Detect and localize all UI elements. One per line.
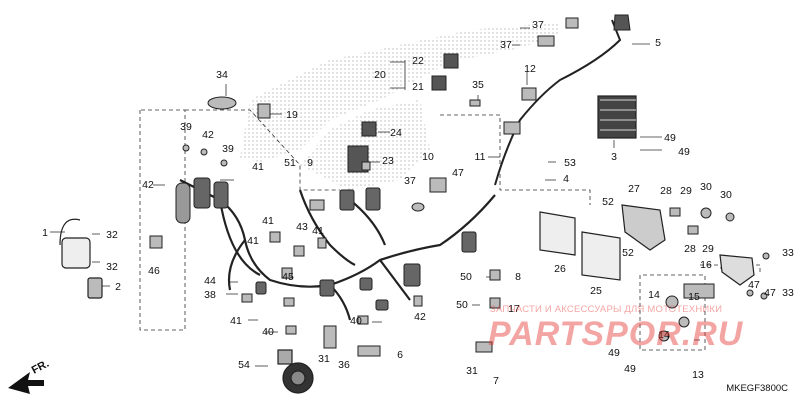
callout-27: 27 — [628, 183, 640, 195]
callout-47: 47 — [452, 167, 464, 179]
front-direction-label: FR. — [30, 358, 51, 377]
callout-29: 29 — [680, 185, 692, 197]
callout-13: 13 — [692, 369, 704, 381]
callout-39: 39 — [180, 121, 192, 133]
callout-31: 31 — [318, 353, 330, 365]
callout-49: 49 — [608, 347, 620, 359]
callout-51: 51 — [284, 157, 296, 169]
callout-25: 25 — [590, 285, 602, 297]
callout-43: 43 — [296, 221, 308, 233]
ignition-coil — [59, 218, 103, 299]
callout-20: 20 — [374, 69, 386, 81]
callout-35: 35 — [472, 79, 484, 91]
callout-33: 33 — [782, 247, 794, 259]
callout-49: 49 — [624, 363, 636, 375]
side-bracket — [719, 254, 755, 286]
callout-21: 21 — [412, 81, 424, 93]
callout-41: 41 — [262, 215, 274, 227]
callout-54: 54 — [238, 359, 250, 371]
callout-31: 31 — [466, 365, 478, 377]
callout-42: 42 — [142, 179, 154, 191]
callout-41: 41 — [230, 315, 242, 327]
callout-23: 23 — [382, 155, 394, 167]
callout-29: 29 — [702, 243, 714, 255]
callout-8: 8 — [515, 271, 521, 283]
callout-47: 47 — [764, 287, 776, 299]
callout-40: 40 — [262, 326, 274, 338]
callout-49: 49 — [664, 132, 676, 144]
callout-24: 24 — [390, 127, 402, 139]
callout-28: 28 — [660, 185, 672, 197]
callout-28: 28 — [684, 243, 696, 255]
callout-30: 30 — [700, 181, 712, 193]
group-frames — [139, 109, 761, 351]
callout-16: 16 — [700, 259, 712, 271]
shaded-zone — [240, 22, 560, 190]
fasteners — [149, 17, 770, 357]
front-direction-arrow — [8, 372, 44, 394]
callout-15: 15 — [688, 291, 700, 303]
callout-47: 47 — [748, 279, 760, 291]
callout-37: 37 — [404, 175, 416, 187]
control-units — [539, 211, 621, 281]
callout-41: 41 — [312, 225, 324, 237]
callout-34: 34 — [216, 69, 228, 81]
callout-32: 32 — [106, 261, 118, 273]
mounting-bracket — [621, 204, 666, 251]
callout-41: 41 — [247, 235, 259, 247]
horn — [277, 349, 314, 394]
relay-group — [347, 53, 459, 173]
callout-42: 42 — [414, 311, 426, 323]
callout-10: 10 — [422, 151, 434, 163]
callout-50: 50 — [460, 271, 472, 283]
callout-32: 32 — [106, 229, 118, 241]
harness-connectors — [175, 177, 477, 311]
callout-50: 50 — [456, 299, 468, 311]
callout-38: 38 — [204, 289, 216, 301]
watermark-brand: PARTSPOR.RU — [488, 315, 744, 353]
diagram-code: MKEGF3800C — [726, 383, 788, 394]
callout-40: 40 — [350, 315, 362, 327]
callout-37: 37 — [532, 19, 544, 31]
callout-22: 22 — [412, 55, 424, 67]
callout-14: 14 — [658, 329, 670, 341]
callout-5: 5 — [655, 37, 661, 49]
callout-12: 12 — [524, 63, 536, 75]
callout-49: 49 — [678, 146, 690, 158]
callout-39: 39 — [222, 143, 234, 155]
callout-52: 52 — [622, 247, 634, 259]
callout-17: 17 — [508, 303, 520, 315]
callout-52: 52 — [602, 196, 614, 208]
callout-37: 37 — [500, 39, 512, 51]
callout-53: 53 — [564, 157, 576, 169]
callout-44: 44 — [204, 275, 216, 287]
callout-41: 41 — [252, 161, 264, 173]
callout-26: 26 — [554, 263, 566, 275]
callout-42: 42 — [202, 129, 214, 141]
watermark-tagline: ЗАПЧАСТИ И АКСЕССУАРЫ ДЛЯ МОТОТЕХНИКИ — [490, 304, 723, 315]
callout-6: 6 — [397, 349, 403, 361]
callout-1: 1 — [42, 227, 48, 239]
callout-45: 45 — [282, 271, 294, 283]
callout-14: 14 — [648, 289, 660, 301]
callout-33: 33 — [782, 287, 794, 299]
callout-3: 3 — [611, 151, 617, 163]
callout-7: 7 — [493, 375, 499, 387]
callout-19: 19 — [286, 109, 298, 121]
callout-2: 2 — [115, 281, 121, 293]
callout-9: 9 — [307, 157, 313, 169]
regulator-rectifier — [597, 95, 637, 139]
callout-36: 36 — [338, 359, 350, 371]
callout-30: 30 — [720, 189, 732, 201]
callout-46: 46 — [148, 265, 160, 277]
callout-4: 4 — [563, 173, 569, 185]
sub-harness — [494, 14, 631, 186]
callout-11: 11 — [475, 151, 486, 163]
